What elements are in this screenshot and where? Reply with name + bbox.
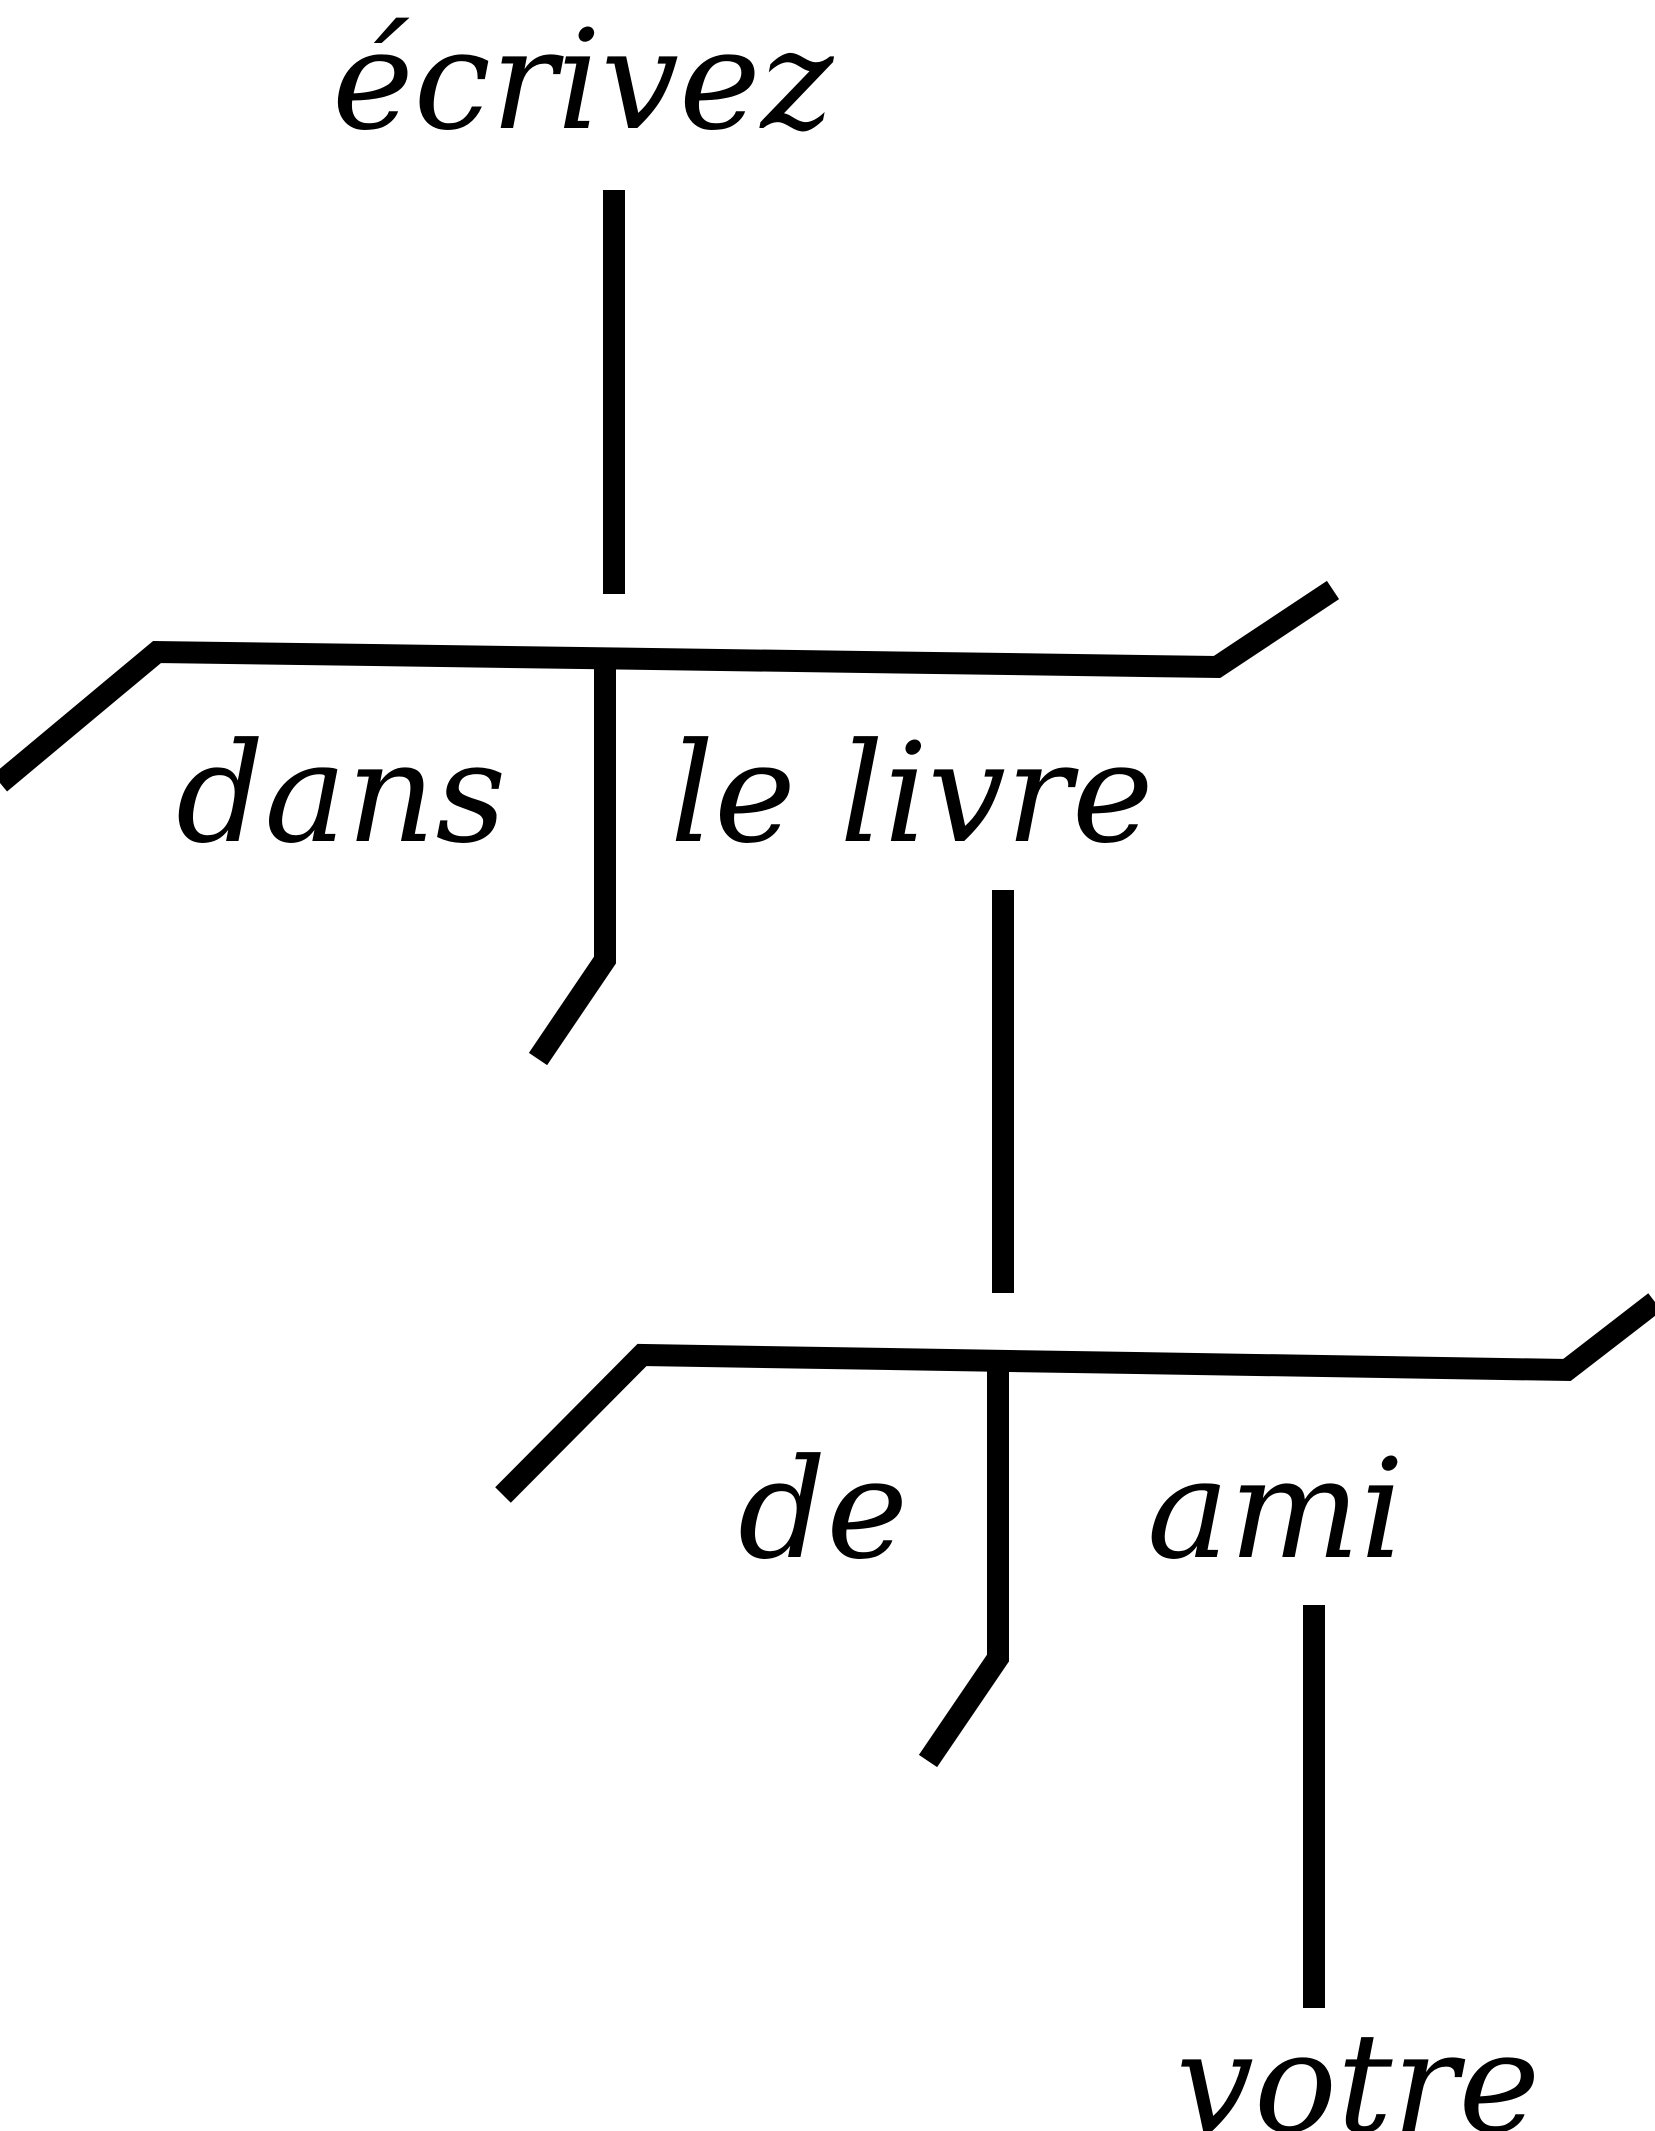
word-votre: votre [1176, 2003, 1540, 2131]
word-ami: ami [1147, 1429, 1404, 1590]
phrase-line-dans [0, 580, 1340, 792]
word-dans: dans [176, 713, 506, 874]
preposition-divider-de [918, 1370, 1009, 1768]
preposition-divider-dans [528, 667, 616, 1066]
phrase-line-de [495, 1293, 1655, 1503]
word-ecrivez: écrivez [332, 0, 835, 161]
word-le-livre: le livre [670, 713, 1154, 874]
word-de: de [738, 1429, 908, 1590]
